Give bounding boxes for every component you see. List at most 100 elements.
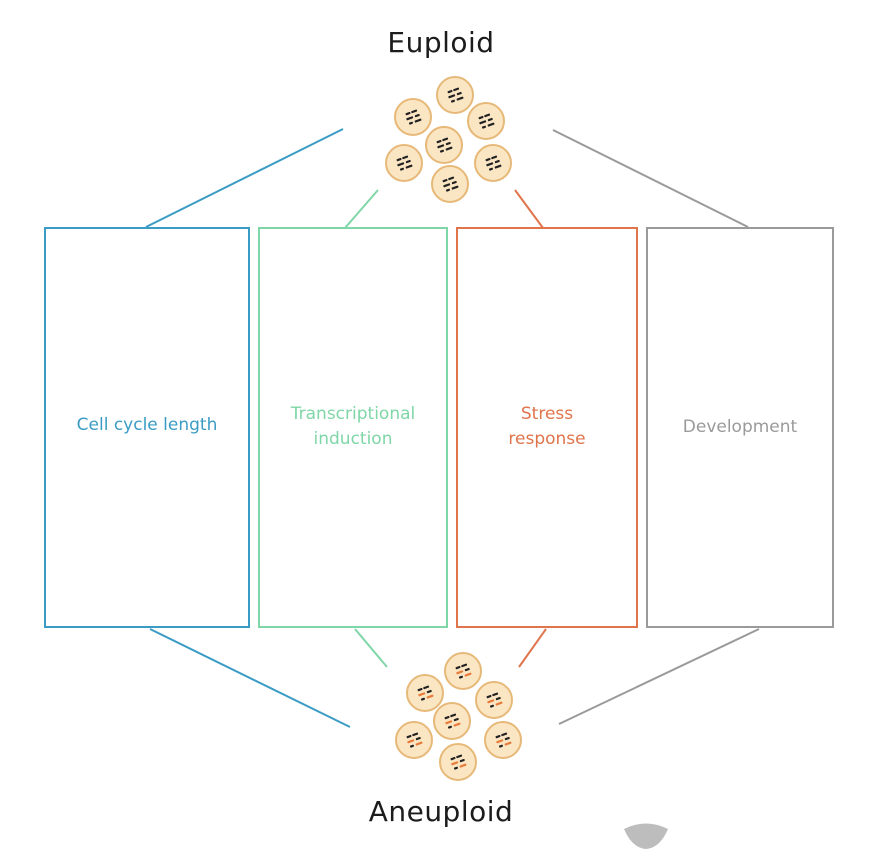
label-line: response bbox=[508, 429, 586, 449]
connector-line bbox=[145, 128, 344, 228]
chromosome-bar bbox=[445, 146, 453, 151]
connector-line bbox=[354, 628, 388, 668]
chromosome-bar bbox=[405, 164, 413, 169]
chromosome-icon bbox=[447, 87, 464, 103]
chromosome-bar bbox=[396, 157, 402, 162]
chromosome-bar bbox=[451, 180, 457, 185]
chromosome-bar bbox=[494, 159, 500, 164]
label-line: Development bbox=[682, 417, 798, 437]
chromosome-bar bbox=[453, 766, 459, 770]
chromosome-icon bbox=[455, 663, 472, 679]
chromosome-icon bbox=[405, 109, 422, 125]
chromosome-bar bbox=[496, 739, 504, 744]
chromosome-bar bbox=[487, 117, 493, 122]
chromosome-bar bbox=[486, 162, 494, 167]
chromosome-bar bbox=[397, 162, 405, 167]
chromosome-bar bbox=[407, 739, 415, 744]
aneuploid-title: Aneuploid bbox=[368, 795, 514, 828]
cell bbox=[439, 743, 477, 781]
chromosome-bar bbox=[478, 115, 484, 120]
panel-cell-cycle-length: Cell cycle length bbox=[44, 227, 250, 628]
chromosome-bar bbox=[417, 687, 423, 692]
connector-line bbox=[518, 628, 547, 668]
chromosome-icon bbox=[450, 754, 467, 770]
chromosome-bar bbox=[448, 94, 456, 99]
chromosome-bar bbox=[414, 113, 420, 118]
connector-line bbox=[149, 628, 351, 728]
chromosome-bar bbox=[411, 109, 418, 114]
chromosome-bar bbox=[494, 164, 502, 169]
cell bbox=[436, 76, 474, 114]
chromosome-bar bbox=[453, 722, 461, 727]
chromosome-bar bbox=[479, 120, 487, 125]
panel-label: Transcriptional induction bbox=[260, 402, 446, 452]
panel-transcriptional-induction: Transcriptional induction bbox=[258, 227, 448, 628]
watermark-blob bbox=[624, 823, 668, 849]
chromosome-bar bbox=[445, 720, 453, 725]
chromosome-icon bbox=[442, 176, 459, 192]
chromosome-bar bbox=[458, 675, 464, 679]
chromosome-bar bbox=[415, 741, 423, 746]
chromosome-bar bbox=[418, 692, 426, 697]
chromosome-bar bbox=[444, 715, 450, 720]
chromosome-bar bbox=[437, 144, 445, 149]
chromosome-bar bbox=[442, 137, 449, 142]
chromosome-bar bbox=[488, 167, 494, 171]
label-line: induction bbox=[313, 429, 393, 449]
chromosome-icon bbox=[417, 685, 434, 701]
chromosome-bar bbox=[445, 141, 451, 146]
chromosome-bar bbox=[456, 96, 464, 101]
cell bbox=[467, 102, 505, 140]
chromosome-bar bbox=[498, 744, 504, 748]
chromosome-icon bbox=[495, 732, 512, 748]
chromosome-bar bbox=[445, 188, 451, 192]
chromosome-bar bbox=[450, 99, 456, 103]
connector-lines bbox=[145, 128, 760, 728]
chromosome-bar bbox=[451, 185, 459, 190]
chromosome-bar bbox=[481, 125, 487, 129]
chromosome-icon bbox=[478, 113, 495, 129]
chromosome-bar bbox=[495, 696, 501, 701]
chromosome-bar bbox=[487, 122, 495, 127]
chromosome-bar bbox=[451, 761, 459, 766]
chromosome-icon bbox=[486, 692, 503, 708]
chromosome-bar bbox=[405, 159, 411, 164]
cell bbox=[395, 721, 433, 759]
connector-line bbox=[344, 189, 379, 229]
chromosome-bar bbox=[447, 725, 453, 729]
connector-line bbox=[558, 628, 760, 725]
euploid-title: Euploid bbox=[387, 26, 495, 59]
chromosome-bar bbox=[439, 149, 445, 153]
cell bbox=[475, 681, 513, 719]
cell bbox=[484, 721, 522, 759]
chromosome-bar bbox=[453, 87, 460, 92]
chromosome-bar bbox=[426, 694, 434, 699]
cell bbox=[474, 144, 512, 182]
chromosome-bar bbox=[501, 732, 508, 737]
connector-line bbox=[552, 129, 749, 228]
chromosome-bar bbox=[447, 89, 453, 94]
label-line: Transcriptional bbox=[290, 404, 416, 424]
chromosome-bar bbox=[408, 121, 414, 125]
chromosome-bar bbox=[405, 111, 411, 116]
chromosome-bar bbox=[415, 736, 421, 741]
chromosome-bar bbox=[489, 704, 495, 708]
chromosome-bar bbox=[504, 741, 512, 746]
chromosome-bar bbox=[464, 672, 472, 677]
chromosome-bar bbox=[495, 734, 501, 739]
chromosome-bar bbox=[448, 176, 455, 181]
chromosome-bar bbox=[456, 670, 464, 675]
chromosome-bar bbox=[443, 183, 451, 188]
chromosome-bar bbox=[484, 113, 491, 118]
chromosome-bar bbox=[442, 178, 448, 183]
panel-development: Development bbox=[646, 227, 834, 628]
cell bbox=[406, 674, 444, 712]
chromosome-icon bbox=[396, 155, 413, 171]
chromosome-bar bbox=[402, 155, 409, 160]
connector-line bbox=[514, 189, 544, 229]
chromosome-bar bbox=[450, 713, 457, 718]
chromosome-bar bbox=[461, 663, 468, 668]
chromosome-bar bbox=[436, 139, 442, 144]
